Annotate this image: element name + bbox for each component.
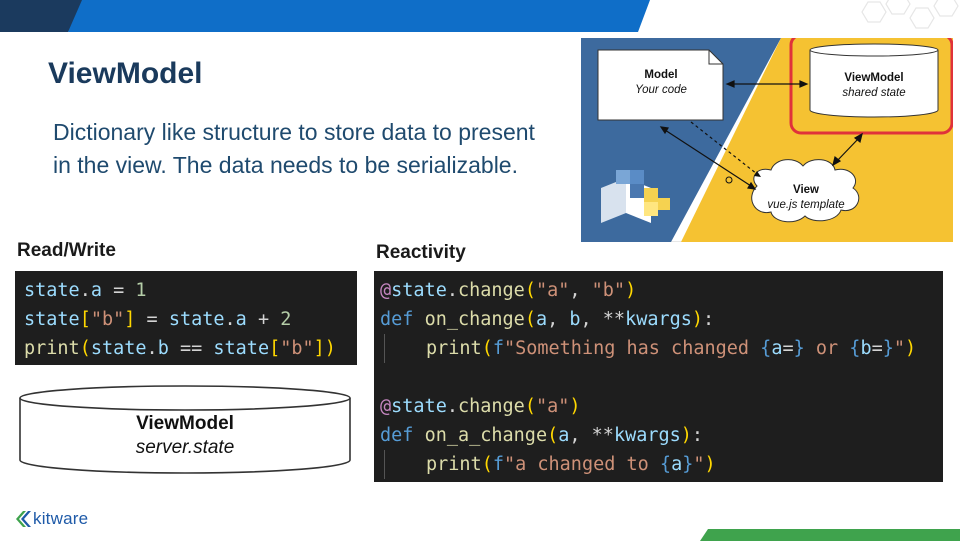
code-line: print(state.b == state["b"]): [24, 338, 336, 359]
diagram-viewmodel-label: ViewModel: [844, 72, 904, 84]
bottom-accent-bar: [700, 528, 960, 541]
code-line: def on_change(a, b, **kwargs):: [380, 309, 715, 330]
diagram-view-label: View: [793, 184, 819, 196]
code-line: print(f"Something has changed {a=} or {b…: [380, 334, 943, 363]
code-line: print(f"a changed to {a}"): [380, 450, 943, 479]
code-line: state.a = 1: [24, 280, 147, 301]
top-banner: [0, 0, 960, 32]
python-cubes-icon: [601, 170, 670, 223]
architecture-diagram: Model Your code ViewModel shared state V…: [581, 38, 953, 242]
code-line: @state.change("a"): [380, 396, 581, 417]
kitware-logo-text: kitware: [33, 509, 89, 528]
diagram-view-sublabel: vue.js template: [767, 199, 845, 211]
diagram-model-sublabel: Your code: [635, 84, 687, 96]
reactivity-heading: Reactivity: [376, 242, 466, 263]
kitware-chevron-icon: [16, 511, 31, 527]
reactivity-code-block: @state.change("a", "b") def on_change(a,…: [374, 271, 943, 482]
read-write-code-block: state.a = 1 state["b"] = state.a + 2 pri…: [15, 271, 357, 365]
read-write-heading: Read/Write: [17, 240, 116, 261]
diagram-viewmodel-sublabel: shared state: [842, 87, 906, 99]
code-line: state["b"] = state.a + 2: [24, 309, 292, 330]
slide-description: Dictionary like structure to store data …: [53, 119, 535, 178]
code-line-blank: [380, 363, 943, 392]
code-line: def on_a_change(a, **kwargs):: [380, 425, 704, 446]
slide-title: ViewModel: [48, 57, 203, 90]
server-viewmodel-title: ViewModel: [136, 413, 234, 434]
server-viewmodel-subtitle: server.state: [135, 437, 235, 458]
diagram-model-label: Model: [644, 69, 678, 81]
code-line: @state.change("a", "b"): [380, 280, 637, 301]
server-viewmodel-cylinder: ViewModel server.state: [18, 384, 352, 476]
